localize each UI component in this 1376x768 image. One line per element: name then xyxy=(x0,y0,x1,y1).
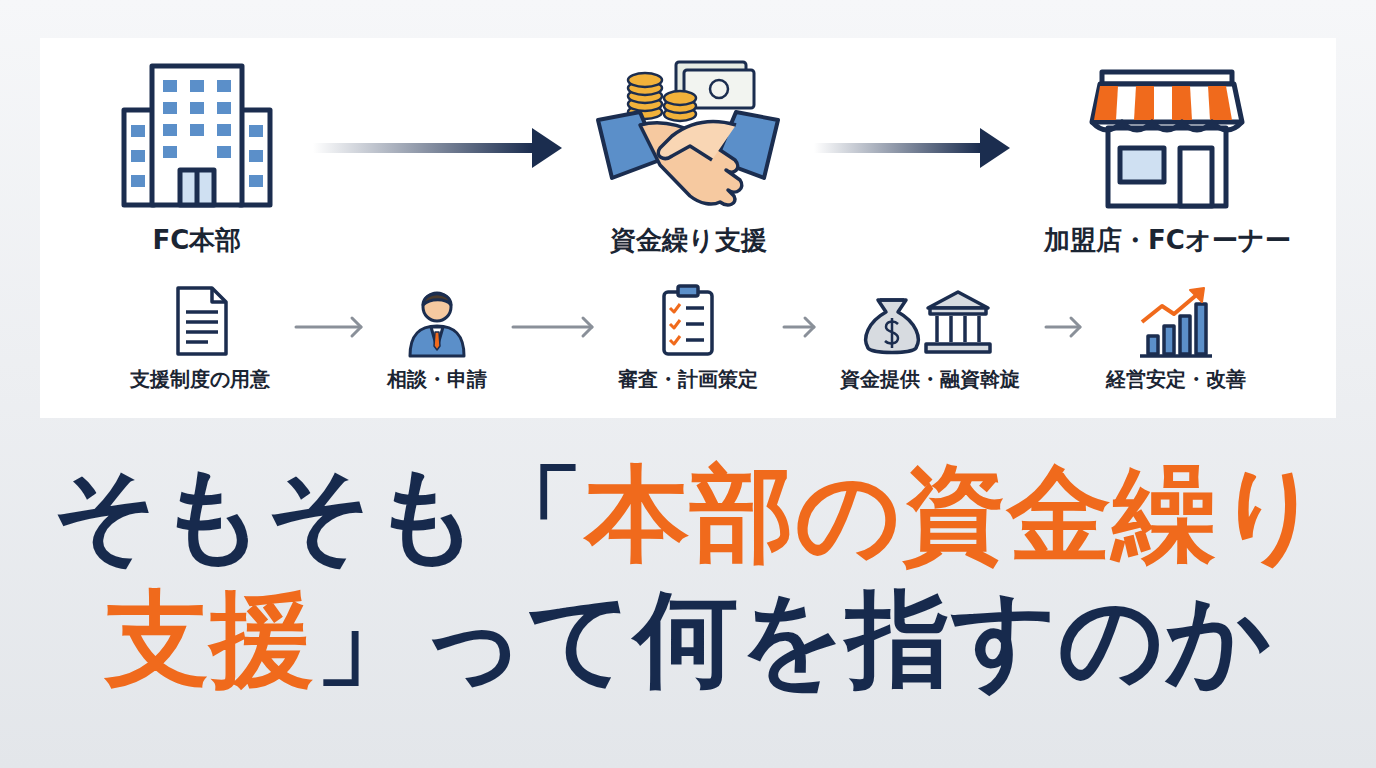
process-step-node: 資金提供・融資斡旋 xyxy=(832,282,1028,396)
step-arrow xyxy=(296,318,361,336)
step-label: 経営安定・改善 xyxy=(1098,366,1254,392)
person-icon xyxy=(410,293,464,356)
main-step-node: 資金繰り支援 xyxy=(588,56,788,262)
step-arrow xyxy=(784,318,814,336)
step-arrow xyxy=(1046,318,1080,336)
clipboard-icon xyxy=(664,286,712,354)
step-label: 審査・計画策定 xyxy=(610,366,766,392)
building-icon xyxy=(124,66,270,205)
title-text: そもそも「 xyxy=(52,453,585,575)
moneybag-bank-icon xyxy=(866,292,990,353)
title-highlight: 本部の資金繰り xyxy=(585,453,1324,575)
document-icon xyxy=(178,288,226,354)
main-step-node: 加盟店・FCオーナー xyxy=(1036,56,1299,262)
flow-arrow xyxy=(313,128,562,168)
main-step-node: FC本部 xyxy=(107,56,287,262)
step-label: 相談・申請 xyxy=(379,366,495,392)
process-step-node: 相談・申請 xyxy=(379,282,495,396)
step-label: 加盟店・FCオーナー xyxy=(1036,224,1299,258)
title-highlight: 支援 xyxy=(105,578,315,700)
page-title: そもそも「本部の資金繰り支援」って何を指すのか xyxy=(0,452,1376,702)
flow-arrow xyxy=(814,128,1010,168)
process-step-node: 審査・計画策定 xyxy=(610,282,766,396)
handshake-money-icon xyxy=(598,62,778,205)
title-text: 」って何を指すのか xyxy=(315,578,1272,700)
step-label: 資金提供・融資斡旋 xyxy=(832,366,1028,392)
process-step-node: 支援制度の用意 xyxy=(122,282,278,396)
step-label: 支援制度の用意 xyxy=(122,366,278,392)
step-arrow xyxy=(513,318,592,336)
step-label: FC本部 xyxy=(107,224,287,258)
shop-icon xyxy=(1092,72,1242,206)
process-step-node: 経営安定・改善 xyxy=(1098,282,1254,396)
growth-chart-icon xyxy=(1140,288,1212,356)
step-label: 資金繰り支援 xyxy=(588,224,788,258)
